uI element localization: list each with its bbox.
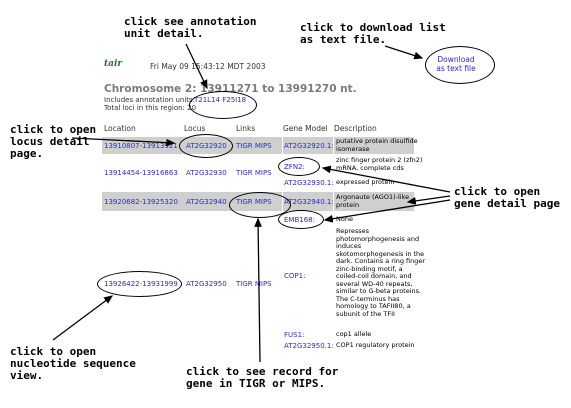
nucleotide-note: click to open nucleotide sequence view. [10,345,136,382]
gene-model-link[interactable]: AT2G32950.1: [284,342,334,350]
page-title: Chromosome 2: 13911271 to 13991270 nt. [104,83,357,95]
header-locus: Locus [184,124,206,133]
download-highlight-ellipse [425,46,495,84]
location-link[interactable]: 13910807-13913921 [104,142,178,150]
annotation-unit-note: click see annotation unit detail. [124,15,257,40]
units-highlight-ellipse [189,91,257,119]
gene-model-link[interactable]: FUS1: [284,331,305,339]
gene-model-link[interactable]: COP1: [284,272,306,280]
tigr-mips-links[interactable]: TIGR MIPS [236,169,272,177]
gene-note: click to open gene detail page [454,185,560,210]
description: Represses photomorphogenesis and induces… [336,227,426,318]
description: None [336,215,353,223]
locus-link[interactable]: AT2G32940 [186,198,227,206]
table-row-cell [334,137,414,154]
zfn2-highlight-ellipse [278,157,320,176]
links-highlight-ellipse [229,192,291,218]
total-loci: Total loci in this region: 20 [104,104,197,112]
header-links: Links [236,124,256,133]
locus-note: click to open locus detail page. [10,123,97,160]
header-description: Description [334,124,377,133]
header-location: Location [104,124,136,133]
tigr-mips-links[interactable]: TIGR MIPS [236,280,272,288]
locus-link[interactable]: AT2G32930 [186,169,227,177]
description: zinc finger protein 2 (zfn2) mRNA, compl… [336,156,423,172]
download-note: click to download list as text file. [300,21,446,46]
location-link[interactable]: 13914454-13916863 [104,169,178,177]
description: cop1 allele [336,330,372,338]
location-highlight-ellipse [97,271,182,297]
table-row-cell [334,192,414,211]
header-gene-model: Gene Model [283,124,328,133]
emb168-highlight-ellipse [278,210,324,229]
table-row-cell [283,137,333,154]
timestamp: Fri May 09 15:43:12 MDT 2003 [150,62,266,71]
tigr-mips-links[interactable]: TIGR MIPS [236,142,272,150]
record-note: click to see record for gene in TIGR or … [186,365,339,390]
table-row-cell [283,192,333,211]
locus-highlight-ellipse [179,134,233,158]
location-link[interactable]: 13920682-13925320 [104,198,178,206]
gene-model-link[interactable]: AT2G32930.1: [284,179,334,187]
description: Argonaute (AGO1)-like protein [336,193,410,209]
gene-model-link[interactable]: AT2G32940.1: [284,198,334,206]
locus-link[interactable]: AT2G32950 [186,280,227,288]
description: putative protein disulfide isomerase [336,137,418,153]
description: expressed protein [336,178,395,186]
description: COP1 regulatory protein [336,341,415,349]
gene-model-link[interactable]: AT2G32920.1: [284,142,334,150]
includes-label: Includes annotation units: [104,96,196,104]
tair-logo[interactable]: tair [104,59,123,69]
